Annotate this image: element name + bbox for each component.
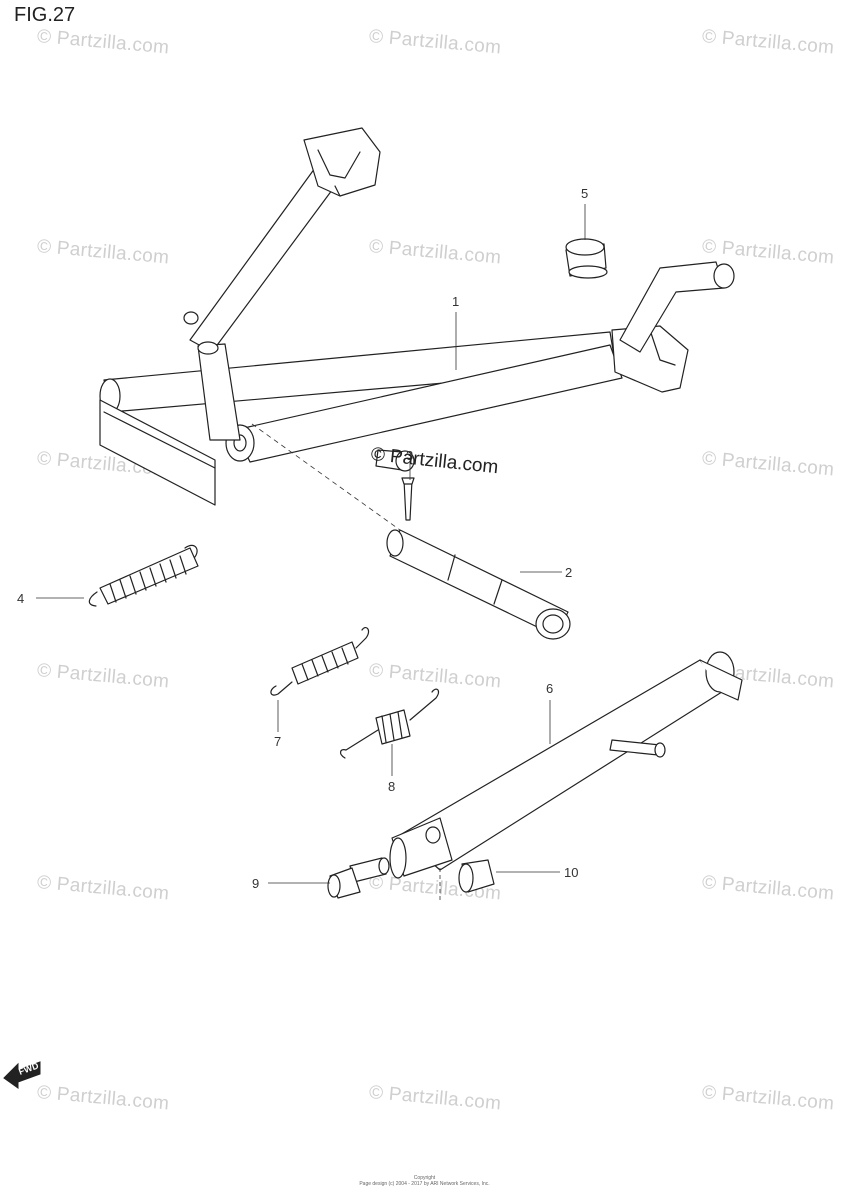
stopper-rubber-part xyxy=(565,238,608,279)
callout-6: 6 xyxy=(546,681,553,696)
callout-4: 4 xyxy=(17,591,24,606)
large-spring-part xyxy=(88,544,199,607)
nut-part xyxy=(458,859,495,893)
callout-5: 5 xyxy=(581,186,588,201)
side-stand-part xyxy=(389,651,743,879)
callout-3: 3 xyxy=(406,448,413,463)
callout-1: 1 xyxy=(452,294,459,309)
callout-2: 2 xyxy=(565,565,572,580)
small-spring-part xyxy=(270,626,370,696)
cotter-pin-part xyxy=(401,477,415,521)
fwd-arrow-icon: FWD xyxy=(3,1060,41,1089)
center-stand-part xyxy=(99,127,735,506)
figure-title: FIG.27 xyxy=(14,4,76,26)
shaft-part xyxy=(386,529,571,640)
callout-8: 8 xyxy=(388,779,395,794)
torsion-spring-part xyxy=(340,688,440,759)
callout-7: 7 xyxy=(274,734,281,749)
bolt-part xyxy=(327,857,390,899)
copyright-line: Copyright xyxy=(413,1175,436,1181)
callout-9: 9 xyxy=(252,876,259,891)
callout-10: 10 xyxy=(564,865,578,880)
page-design-credit: Page design (c) 2004 - 2017 by ARI Netwo… xyxy=(359,1181,490,1187)
